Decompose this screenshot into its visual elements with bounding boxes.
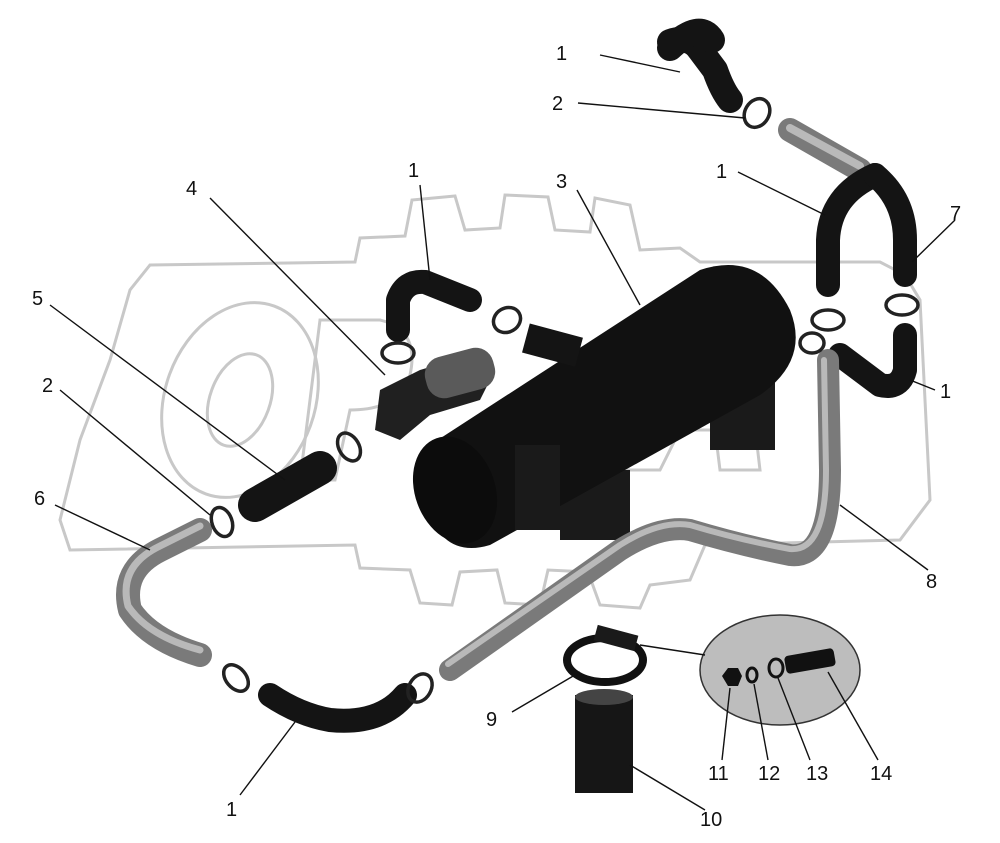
callout-7: 7 (950, 203, 961, 225)
callout-9: 9 (486, 709, 497, 731)
leader-9-inset (639, 644, 706, 656)
hose-straight-5 (238, 451, 337, 522)
callout-1-top: 1 (556, 43, 567, 65)
callout-10: 10 (700, 809, 722, 831)
band-clamp-lug (593, 624, 639, 652)
leader-6 (54, 504, 151, 551)
hoses (116, 18, 917, 733)
pipe-long-8-highlight (445, 357, 829, 667)
watermark-letter-o (160, 301, 320, 499)
clamp-top (742, 96, 772, 130)
hose-y-left-branch (816, 163, 887, 297)
clamp-bottom-right (406, 672, 434, 704)
pipe-upper-grey-highlight (786, 124, 864, 170)
clamp-right-upper (810, 308, 846, 332)
callout-1-upper-right: 1 (716, 161, 727, 183)
leader-1-upper-right (737, 171, 826, 216)
leader-13 (777, 677, 811, 761)
leader-4 (209, 197, 386, 376)
leader-1-center (419, 184, 431, 281)
hose-y-right-branch (863, 163, 917, 287)
inset-washer-13 (767, 657, 785, 679)
callout-1-right: 1 (940, 381, 951, 403)
leader-2-left (59, 389, 211, 516)
leader-1-right (909, 379, 936, 391)
clamp-right-lower (798, 331, 826, 355)
callout-1-bottom: 1 (226, 799, 237, 821)
leader-9 (511, 671, 581, 713)
callout-12: 12 (758, 763, 780, 785)
hose-center-elbow (386, 269, 482, 342)
callout-labels: 1 2 1 7 4 1 3 5 2 6 1 8 9 11 12 13 14 10… (32, 43, 961, 831)
heater-burner-cylinder (424, 347, 496, 399)
callout-2-top: 2 (552, 93, 563, 115)
callout-8: 8 (926, 571, 937, 593)
heater-mount-block (515, 445, 560, 530)
band-clamp-9 (563, 624, 647, 686)
clamp-left (209, 505, 235, 539)
leader-1-bottom (239, 721, 296, 796)
inset-bolt-14 (784, 648, 836, 674)
heater-unit (375, 265, 796, 548)
leader-8 (839, 504, 929, 571)
callout-4: 4 (186, 178, 197, 200)
clamp-center-left (380, 341, 416, 365)
leader-10 (629, 764, 706, 811)
sleeve-body (575, 695, 633, 793)
leader-2-top (577, 102, 746, 119)
callout-11: 11 (708, 763, 729, 785)
leader-14 (827, 671, 879, 761)
leader-lines (49, 54, 956, 811)
pipe-u-6-highlight (122, 522, 204, 654)
watermark-letter-o-inner (205, 352, 275, 448)
callout-13: 13 (806, 763, 828, 785)
inset-oval (699, 614, 861, 726)
clamps (209, 96, 920, 704)
pipe-long-8 (439, 349, 841, 681)
leader-3 (576, 189, 641, 306)
sleeve-top (575, 689, 633, 705)
clamp-y-right (884, 293, 920, 317)
heater-end-cap (412, 436, 498, 544)
hose-right-elbow (828, 323, 917, 398)
leader-7 (911, 219, 956, 263)
callout-14: 14 (870, 763, 892, 785)
leader-5 (49, 304, 286, 481)
hose-bottom (258, 683, 417, 733)
leader-11 (721, 687, 731, 761)
clamp-heater-left (335, 431, 363, 463)
inset-spring-washer-12 (745, 666, 759, 684)
callout-6: 6 (34, 488, 45, 510)
clamp-bottom-left (221, 663, 251, 693)
leader-1-top (599, 54, 681, 73)
inset-detail (699, 614, 861, 726)
callout-5: 5 (32, 288, 43, 310)
callout-1-center: 1 (408, 160, 419, 182)
inset-nut-11 (722, 668, 742, 686)
clamp-center-top (491, 305, 523, 335)
sleeve-10 (575, 689, 633, 793)
callout-3: 3 (556, 171, 567, 193)
heater-pipe-stub (522, 323, 583, 367)
hose-top-elbow-upper (657, 18, 725, 61)
leader-12 (753, 683, 769, 761)
callout-2-left: 2 (42, 375, 53, 397)
